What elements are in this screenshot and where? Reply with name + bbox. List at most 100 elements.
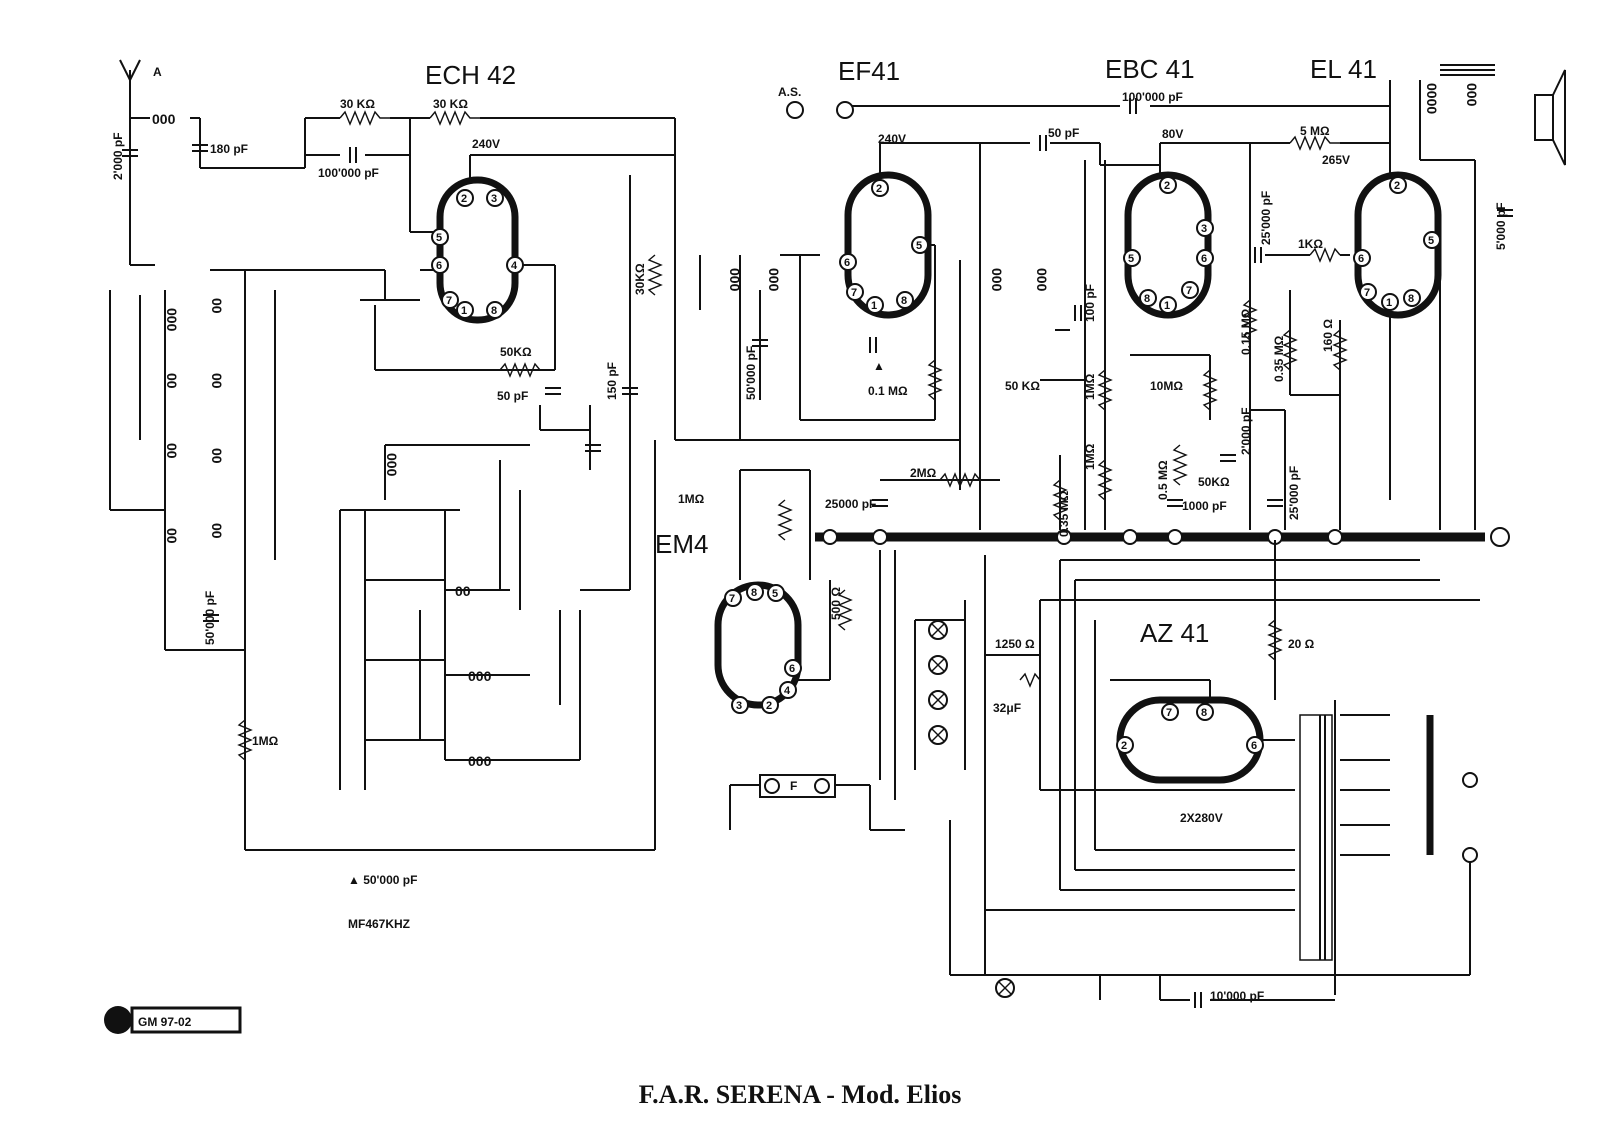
svg-text:00: 00 — [209, 298, 225, 314]
svg-text:00: 00 — [164, 443, 180, 459]
pin-label: 6 — [844, 257, 850, 269]
resistor-label: 50KΩ — [500, 345, 532, 359]
svg-text:000: 000 — [989, 268, 1005, 292]
tube-pins: 2 3 5 6 4 7 1 8 2 6 5 7 1 8 2 3 5 6 8 1 … — [431, 176, 1441, 754]
resistor-label: 1MΩ — [678, 492, 705, 506]
cap-label: 100'000 pF — [1122, 90, 1183, 104]
svg-text:000: 000 — [164, 308, 180, 332]
resistor-label: 1MΩ — [1083, 443, 1097, 470]
pin-label: 6 — [789, 663, 795, 675]
pin-label: 8 — [491, 305, 497, 317]
cap-label: 50'000 pF — [203, 591, 217, 645]
resistor-label: 0.1 MΩ — [868, 384, 908, 398]
pin-label: 7 — [1166, 707, 1172, 719]
svg-text:000: 000 — [152, 111, 176, 127]
resistor-label: 500 Ω — [829, 587, 843, 620]
cap-label: 100'000 pF — [318, 166, 379, 180]
pin-label: 7 — [729, 593, 735, 605]
ground-bus — [815, 527, 1510, 547]
tube-label-el41: EL 41 — [1310, 54, 1377, 84]
pin-label: 2 — [461, 193, 467, 205]
cap-label: 25'000 pF — [1259, 191, 1273, 245]
pin-label: 7 — [1186, 285, 1192, 297]
cap-label: 10'000 pF — [1210, 989, 1264, 1003]
cap-label: 50'000 pF — [744, 346, 758, 400]
cap-label: 2'000 pF — [111, 132, 125, 180]
resistor-label: 0.35 MΩ — [1272, 335, 1286, 382]
pin-label: 6 — [1201, 253, 1207, 265]
resistor-label: 2MΩ — [910, 466, 937, 480]
svg-text:00: 00 — [209, 373, 225, 389]
lamp-icon — [995, 978, 1015, 998]
phono-socket — [759, 774, 836, 798]
resistor-label: 1MΩ — [1083, 373, 1097, 400]
pin-label: 8 — [901, 295, 907, 307]
pin-label: 5 — [436, 232, 442, 244]
antenna-label: A — [153, 65, 162, 79]
pin-label: 8 — [1201, 707, 1207, 719]
resistor-label: 160 Ω — [1321, 319, 1335, 352]
resistor-label: 5 MΩ — [1300, 124, 1330, 138]
pin-label: 4 — [511, 260, 518, 272]
tube-label-ech42: ECH 42 — [425, 60, 516, 90]
pin-label: 6 — [436, 260, 442, 272]
resistor-label: 30KΩ — [633, 263, 647, 295]
resistor-label: 0.35 MΩ — [1057, 490, 1071, 537]
pin-label: 5 — [1428, 235, 1434, 247]
pin-label: 8 — [751, 587, 757, 599]
resistor-label: 1250 Ω — [995, 637, 1035, 651]
pin-label: 1 — [461, 305, 467, 317]
pin-label: 7 — [851, 287, 857, 299]
capacitors — [122, 98, 1513, 1008]
svg-text:000: 000 — [1464, 83, 1480, 107]
cap-label: 32μF — [993, 701, 1021, 715]
resistor-label: 50KΩ — [1198, 475, 1230, 489]
pin-label: 3 — [736, 700, 742, 712]
lamp-icon — [928, 655, 948, 675]
note-text: MF467KHZ — [348, 917, 410, 931]
cap-label: 50 pF — [497, 389, 528, 403]
pin-label: 2 — [876, 183, 882, 195]
power-transformer-frame — [1299, 714, 1333, 961]
badge-text: GM 97-02 — [138, 1015, 192, 1029]
pin-label: 2 — [1164, 180, 1170, 192]
resistor-label: 20 Ω — [1288, 637, 1315, 651]
tube-label-ef41: EF41 — [838, 56, 900, 86]
pin-label: 6 — [1358, 253, 1364, 265]
marker-label: ▲ — [873, 359, 885, 373]
cap-label: 2'000 pF — [1239, 407, 1253, 455]
as-label: A.S. — [778, 85, 801, 99]
voltage-label: 265V — [1322, 153, 1350, 167]
voltage-label: 80V — [1162, 127, 1183, 141]
pin-label: 8 — [1408, 293, 1414, 305]
svg-text:000: 000 — [468, 668, 492, 684]
cap-label: 1000 pF — [1182, 499, 1227, 513]
pin-label: 2 — [766, 700, 772, 712]
svg-text:000: 000 — [384, 453, 400, 477]
resistor-label: 30 KΩ — [340, 97, 375, 111]
resistor-label: 0.15 MΩ — [1239, 308, 1253, 355]
cap-label: 100 pF — [1083, 284, 1097, 322]
pin-label: 4 — [784, 685, 791, 697]
speaker-icon — [1440, 64, 1566, 166]
pin-label: 1 — [1386, 297, 1392, 309]
voltage-label: 240V — [878, 132, 906, 146]
lamp-icon — [928, 690, 948, 710]
tube-label-az41: AZ 41 — [1140, 618, 1209, 648]
svg-text:00: 00 — [209, 448, 225, 464]
svg-text:000: 000 — [1034, 268, 1050, 292]
svg-text:00: 00 — [164, 373, 180, 389]
lamp-icon — [928, 620, 948, 640]
pin-label: 5 — [772, 588, 778, 600]
pin-label: 8 — [1144, 293, 1150, 305]
resistor-label: 1MΩ — [252, 734, 279, 748]
svg-text:000: 000 — [468, 753, 492, 769]
svg-text:00: 00 — [209, 523, 225, 539]
cap-label: 150 pF — [605, 362, 619, 400]
pin-label: 5 — [1128, 253, 1134, 265]
voltage-label: 2X280V — [1180, 811, 1223, 825]
pin-label: 3 — [1201, 223, 1207, 235]
component-labels: A A.S. 2'000 pF 180 pF 30 KΩ 30 KΩ 100'0… — [111, 65, 1508, 1003]
pilot-lamps — [928, 620, 1015, 998]
